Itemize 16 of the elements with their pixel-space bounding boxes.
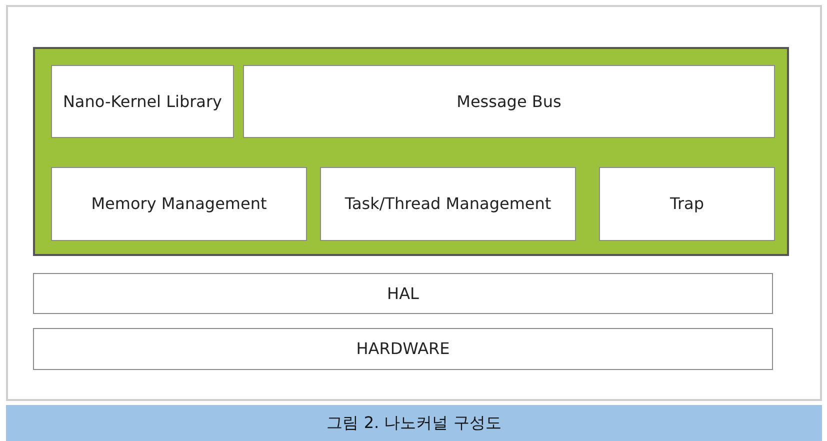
layer-panel [33, 47, 789, 256]
module-box [51, 65, 234, 138]
module-label: Message Bus [456, 90, 562, 112]
caption-bar: 그림 2. 나노커널 구성도 [6, 405, 822, 441]
module-box [51, 167, 307, 241]
module-label: Trap [669, 193, 705, 215]
module-box [33, 273, 773, 314]
module-box [599, 167, 775, 241]
module-box [33, 328, 773, 370]
module-box [320, 167, 576, 241]
module-label: Memory Management [90, 193, 268, 215]
module-label: Task/Thread Management [344, 193, 552, 215]
module-box [243, 65, 775, 138]
module-label: HARDWARE [355, 338, 451, 360]
module-label: HAL [386, 282, 420, 304]
module-label: Nano-Kernel Library [62, 90, 224, 112]
